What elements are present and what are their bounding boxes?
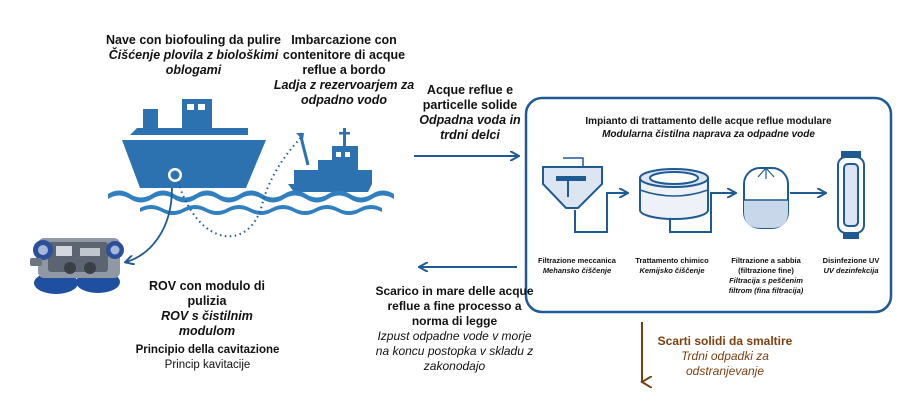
sand-filter-icon [743, 167, 789, 229]
ship-subtitle-line2: oblogami [165, 63, 222, 77]
sea-waves [108, 190, 394, 203]
suction-hose [177, 137, 301, 238]
rov-robot-icon [30, 238, 124, 294]
principle-title: Principio della cavitazione [135, 344, 280, 356]
plant-title: Impianto di trattamento delle acque refl… [585, 116, 832, 127]
step-sand-subtitle-line2: filtrom (fina filtracija) [728, 286, 804, 295]
step-sand-title-line1: Filtrazione a sabbia [731, 256, 801, 265]
boat-subtitle-line2: odpadno vodo [300, 93, 388, 107]
solids-subtitle-line2: odstranjevanje [685, 364, 765, 378]
discharge-title-line1: Scarico in mare delle acque [375, 284, 534, 298]
solids-subtitle-line1: Trdni odpadki za [681, 349, 769, 363]
connector-1 [574, 193, 627, 233]
wastewater-subtitle-line1: Odpadna voda in [419, 113, 521, 127]
plant-subtitle: Modularna čistilna naprava za odpadne vo… [602, 129, 815, 140]
boat-title-line1: Imbarcazione con [291, 33, 397, 47]
discharge-subtitle-line2: na koncu postopka v skladu z [375, 344, 534, 358]
step-sand-subtitle-line1: Filtracija s peščenim [729, 276, 803, 285]
step-uv-subtitle: UV dezinfekcija [823, 266, 879, 275]
discharge-subtitle-line1: Izpust odpadne vode v morje [377, 329, 532, 343]
principle-subtitle: Princip kavitacije [164, 359, 251, 371]
chemical-tank-icon [639, 168, 709, 220]
step-sand-title-line2: (filtrazione fine) [738, 266, 794, 275]
uv-disinfection-icon [837, 151, 865, 239]
ship-subtitle-line1: Čišćenje plovila z biološkimi [108, 48, 279, 62]
rov-subtitle-line1: ROV s čistilnim [161, 309, 253, 323]
rov-title-line1: ROV con modulo di [149, 279, 265, 293]
ship-title: Nave con biofouling da pulire [105, 33, 281, 47]
boat-title-line3: reflue a bordo [302, 63, 386, 77]
sea-waves-lower [140, 205, 382, 215]
step-mechanical-title: Filtrazione meccanica [538, 256, 616, 265]
step-chemical-subtitle: Kemijsko čiščenje [639, 266, 705, 275]
solids-title: Scarti solidi da smaltire [657, 334, 793, 348]
connector-2 [669, 193, 735, 233]
rov-title-line2: pulizia [187, 294, 227, 308]
boat-subtitle-line1: Ladja z rezervoarjem za [273, 78, 415, 92]
wastewater-title-line2: particelle solide [422, 98, 518, 112]
wastewater-title-line1: Acque reflue e [426, 83, 514, 97]
discharge-title-line2: reflue a fine processo a [387, 299, 522, 313]
step-chemical-title: Trattamento chimico [635, 256, 709, 265]
boat-title-line2: contenitore di acque [282, 48, 406, 62]
step-uv-title: Disinfezione UV [822, 256, 880, 265]
mechanical-filter-icon [542, 157, 603, 209]
discharge-subtitle-line3: zakonodajo [423, 359, 486, 373]
boat-icon [288, 128, 372, 192]
discharge-title-line3: norma di legge [411, 314, 498, 328]
rov-subtitle-line2: modulom [178, 324, 236, 338]
wastewater-subtitle-line2: trdni delci [440, 128, 500, 142]
ship-to-rov-arrow [126, 187, 173, 262]
ship-icon [122, 99, 266, 188]
step-mechanical-subtitle: Mehansko čiščenje [542, 266, 612, 275]
